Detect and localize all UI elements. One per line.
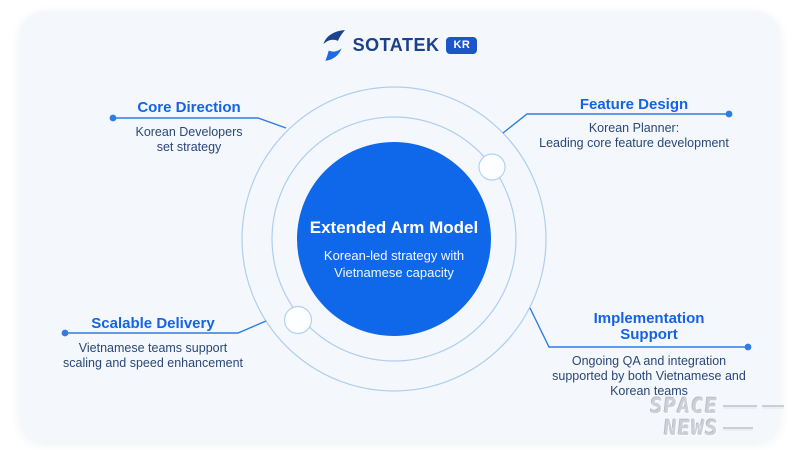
ring-node-top-right bbox=[478, 153, 506, 181]
watermark-speed-line bbox=[762, 405, 784, 407]
watermark-speed-line bbox=[723, 427, 754, 429]
connector-dot-feature-design bbox=[725, 110, 733, 118]
outer-ring bbox=[241, 86, 547, 392]
section-feature-design: Feature Design Korean Planner: Leading c… bbox=[534, 96, 734, 151]
center-circle bbox=[297, 142, 491, 336]
connector-dot-core-direction bbox=[109, 114, 117, 122]
space-news-watermark: SPACE NEWS bbox=[648, 394, 784, 440]
section-description: Korean Developers set strategy bbox=[135, 125, 243, 155]
connector-scalable-delivery bbox=[65, 320, 267, 334]
watermark-text-news: NEWS bbox=[662, 416, 720, 440]
section-description: Ongoing QA and integration supported by … bbox=[552, 354, 746, 399]
center-label: Extended Arm Model Korean-led strategy w… bbox=[294, 218, 494, 281]
middle-ring bbox=[271, 116, 517, 362]
connector-core-direction bbox=[113, 117, 287, 129]
connector-implementation-support bbox=[529, 307, 748, 348]
center-subtitle: Korean-led strategy with Vietnamese capa… bbox=[323, 248, 465, 281]
connector-dot-implementation-support bbox=[744, 343, 752, 351]
section-title: Feature Design bbox=[579, 96, 689, 113]
ring-node-bottom-left bbox=[283, 305, 313, 335]
watermark-row-1: SPACE bbox=[648, 394, 784, 418]
section-implementation-support: Implementation Support Ongoing QA and in… bbox=[549, 310, 749, 399]
watermark-row-2: NEWS bbox=[662, 416, 784, 440]
section-description: Korean Planner: Leading core feature dev… bbox=[539, 121, 729, 151]
section-title: Scalable Delivery bbox=[91, 315, 215, 332]
sotatek-logo-icon bbox=[323, 30, 345, 61]
section-core-direction: Core Direction Korean Developers set str… bbox=[89, 99, 289, 155]
brand-name: SOTATEK bbox=[352, 35, 440, 55]
connector-dot-scalable-delivery bbox=[61, 329, 69, 337]
section-scalable-delivery: Scalable Delivery Vietnamese teams suppo… bbox=[53, 315, 253, 371]
sotatek-logo: SOTATEK KR bbox=[0, 30, 800, 61]
section-title: Implementation Support bbox=[593, 310, 705, 344]
watermark-speed-line bbox=[723, 405, 757, 407]
center-title: Extended Arm Model bbox=[309, 218, 479, 237]
connector-feature-design bbox=[502, 113, 729, 134]
section-description: Vietnamese teams support scaling and spe… bbox=[63, 341, 243, 371]
kr-badge: KR bbox=[446, 37, 478, 54]
section-title: Core Direction bbox=[137, 99, 241, 116]
watermark-text-space: SPACE bbox=[648, 394, 720, 418]
